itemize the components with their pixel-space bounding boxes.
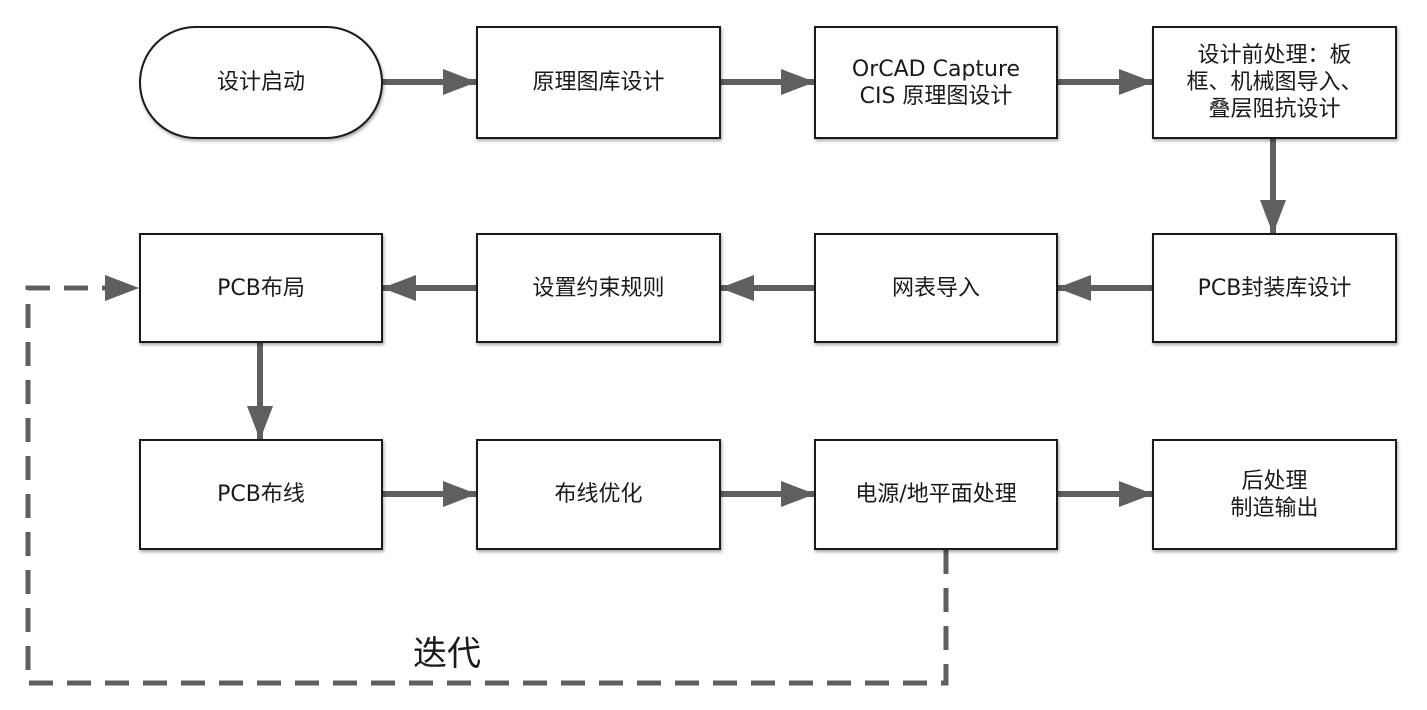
node-schematic-library-label: 原理图库设计 <box>532 70 665 95</box>
node-constraint-rules: 设置约束规则 <box>476 233 721 343</box>
node-netlist-import: 网表导入 <box>814 233 1058 343</box>
node-pcb-footprint-library-label: PCB封装库设计 <box>1197 275 1352 301</box>
node-orcad-schematic: OrCAD Capture CIS 原理图设计 <box>814 26 1058 139</box>
node-constraint-rules-label: 设置约束规则 <box>532 275 665 301</box>
node-pre-processing-label: 设计前处理：板 框、机械图导入、 叠层阻抗设计 <box>1186 43 1363 122</box>
node-design-start-label: 设计启动 <box>216 70 305 95</box>
node-pcb-footprint-library: PCB封装库设计 <box>1152 233 1397 343</box>
node-post-processing-label: 后处理 制造输出 <box>1230 468 1319 521</box>
node-design-start: 设计启动 <box>139 26 383 139</box>
node-power-ground-plane-label: 电源/地平面处理 <box>855 482 1017 507</box>
node-post-processing: 后处理 制造输出 <box>1152 439 1397 550</box>
node-orcad-schematic-label: OrCAD Capture CIS 原理图设计 <box>851 56 1021 109</box>
node-power-ground-plane: 电源/地平面处理 <box>814 439 1058 550</box>
node-netlist-import-label: 网表导入 <box>891 275 980 301</box>
node-pcb-placement: PCB布局 <box>139 233 383 343</box>
node-pcb-routing: PCB布线 <box>139 439 383 550</box>
node-routing-optimization: 布线优化 <box>476 439 721 550</box>
iteration-label: 迭代 <box>413 634 481 674</box>
node-routing-optimization-label: 布线优化 <box>554 482 643 507</box>
node-pcb-placement-label: PCB布局 <box>217 275 305 301</box>
iteration-loop-arrow <box>25 275 949 686</box>
node-schematic-library: 原理图库设计 <box>476 26 721 139</box>
node-pcb-routing-label: PCB布线 <box>217 482 305 507</box>
node-pre-processing: 设计前处理：板 框、机械图导入、 叠层阻抗设计 <box>1152 26 1397 139</box>
